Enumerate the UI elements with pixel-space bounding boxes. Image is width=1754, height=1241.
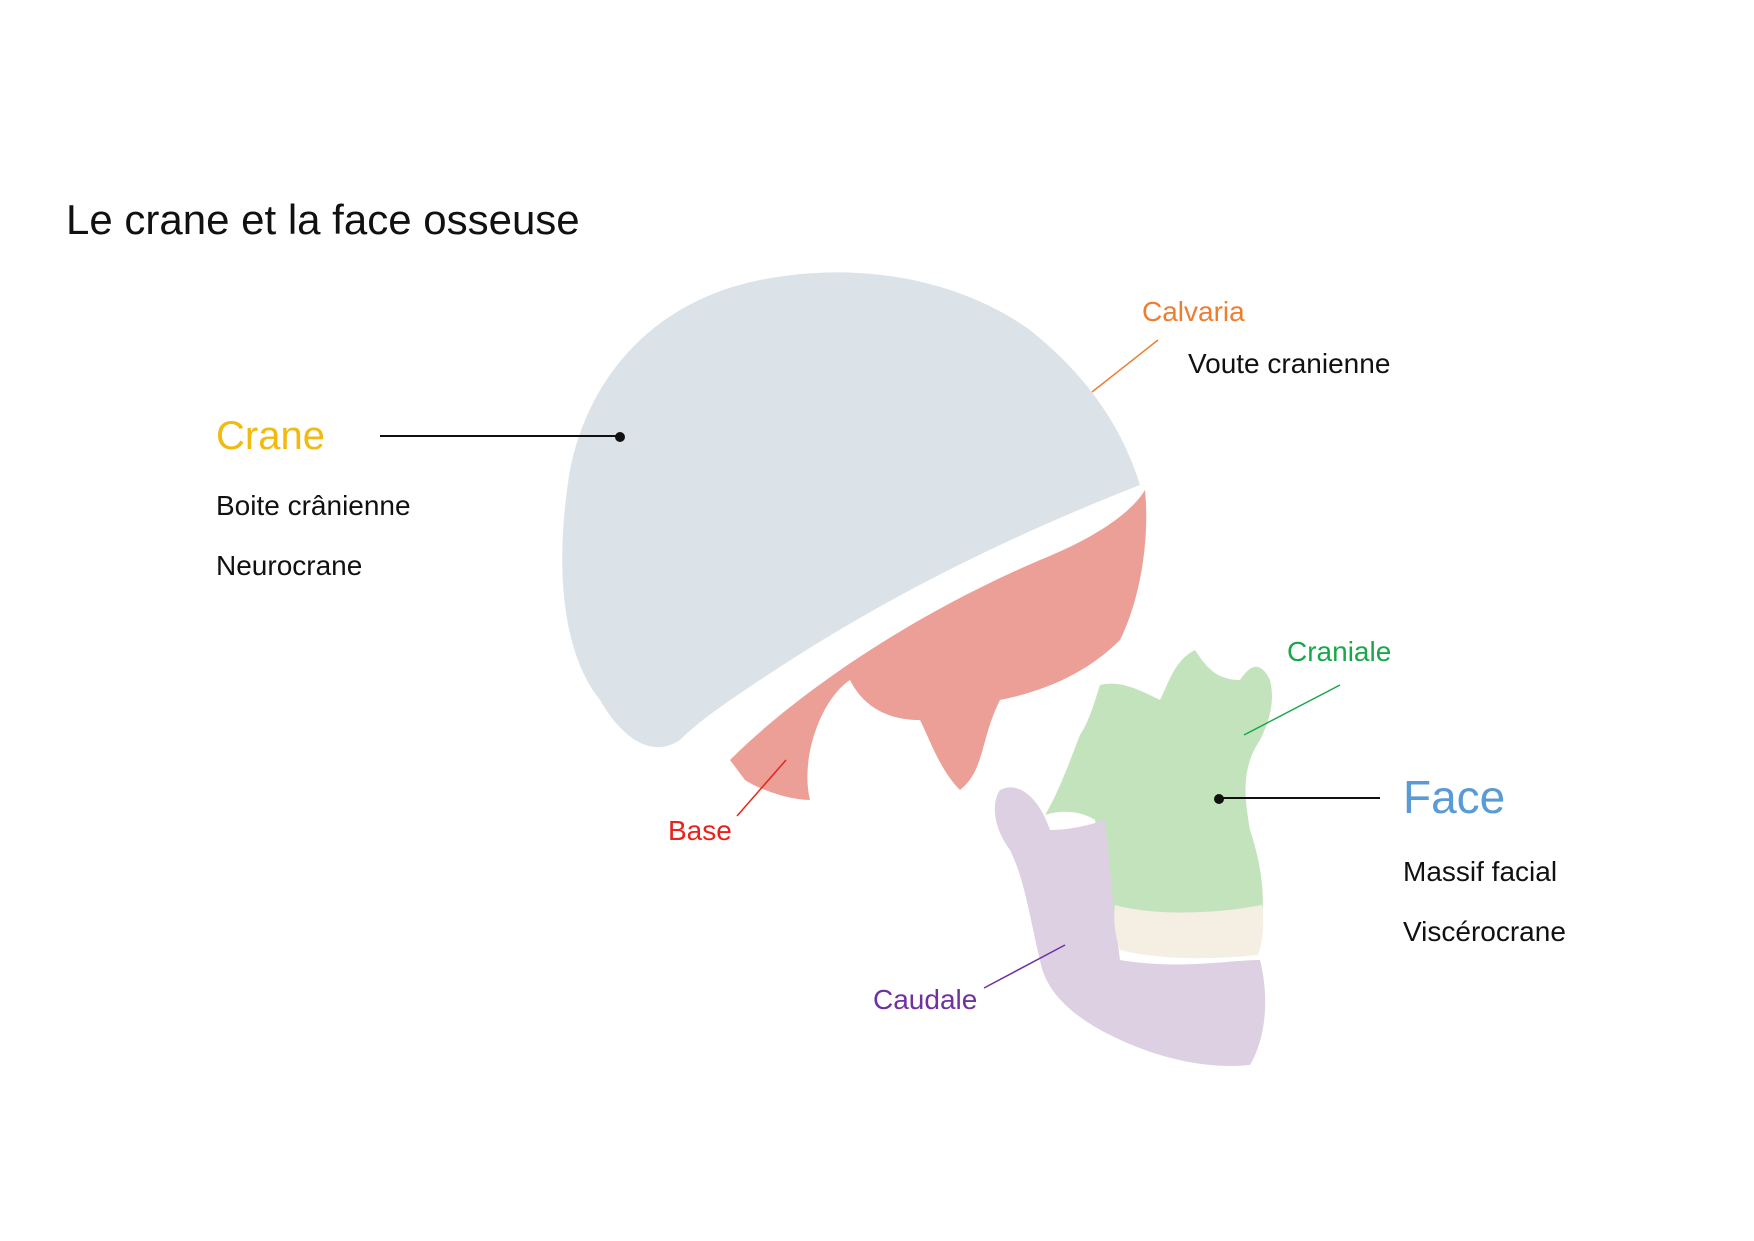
crane-line-2: Neurocrane — [216, 550, 363, 581]
skull-vault-shape — [562, 272, 1140, 748]
base-heading: Base — [668, 815, 732, 846]
teeth-shape — [1114, 905, 1264, 959]
caudale-heading: Caudale — [873, 984, 978, 1015]
mandible-shape — [994, 787, 1266, 1066]
face-leader-dot — [1214, 794, 1224, 804]
face-heading: Face — [1403, 771, 1506, 823]
base-leader-line — [736, 759, 787, 817]
craniale-leader-line — [1243, 684, 1341, 736]
page-title: Le crane et la face osseuse — [66, 196, 580, 243]
crane-line-1: Boite crânienne — [216, 490, 411, 521]
crane-heading: Crane — [216, 414, 325, 458]
crane-leader-dot — [615, 432, 625, 442]
craniale-heading: Craniale — [1287, 636, 1392, 667]
calvaria-sub: Voute cranienne — [1188, 348, 1391, 379]
calvaria-leader-line — [1091, 339, 1159, 393]
face-line-2: Viscérocrane — [1403, 916, 1566, 947]
face-line-1: Massif facial — [1403, 856, 1558, 887]
calvaria-heading: Calvaria — [1142, 296, 1245, 327]
skull-base-shape — [730, 490, 1147, 800]
caudale-leader-line — [983, 944, 1066, 989]
